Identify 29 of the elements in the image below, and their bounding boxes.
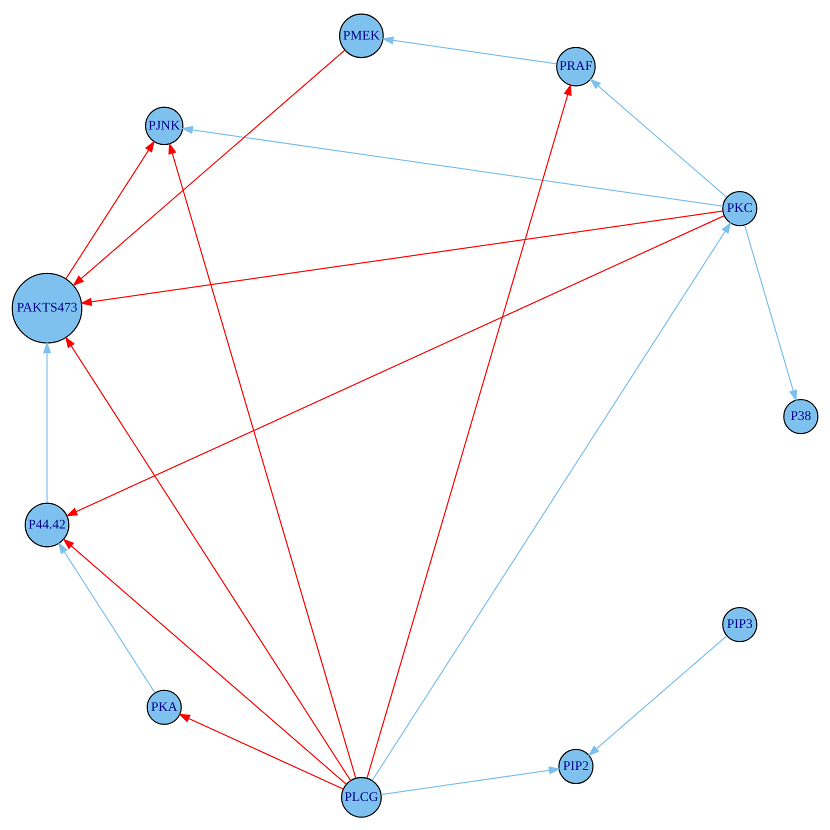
arrow — [66, 140, 155, 278]
node-circle: PJNK — [145, 106, 184, 145]
node-circle: PKA — [146, 689, 182, 724]
arrow — [744, 224, 798, 402]
arrow — [181, 125, 723, 206]
node-circle: PIP2 — [558, 748, 594, 784]
node-circle: PKC — [722, 190, 758, 226]
arrow — [62, 538, 347, 784]
node-circle: PIP3 — [722, 606, 758, 642]
arrow — [66, 214, 724, 516]
arrow — [65, 336, 352, 780]
node-circle: PLCG — [340, 776, 382, 818]
arrow — [381, 766, 561, 795]
arrow — [42, 341, 52, 502]
arrow — [589, 78, 727, 198]
arrow — [178, 713, 344, 790]
node-circle: P38 — [783, 398, 818, 434]
arrow — [366, 83, 572, 778]
arrow — [372, 221, 732, 780]
arrow — [58, 542, 156, 692]
node-circle: P44.42 — [24, 502, 70, 547]
node-circle: PRAF — [556, 46, 596, 86]
node-circle: PMEK — [339, 12, 384, 58]
arrow — [80, 210, 723, 306]
arrow — [382, 36, 557, 64]
arrow — [588, 635, 727, 756]
arrow — [168, 142, 356, 778]
arrow — [72, 50, 345, 286]
node-circle: PAKTS473 — [12, 272, 82, 344]
